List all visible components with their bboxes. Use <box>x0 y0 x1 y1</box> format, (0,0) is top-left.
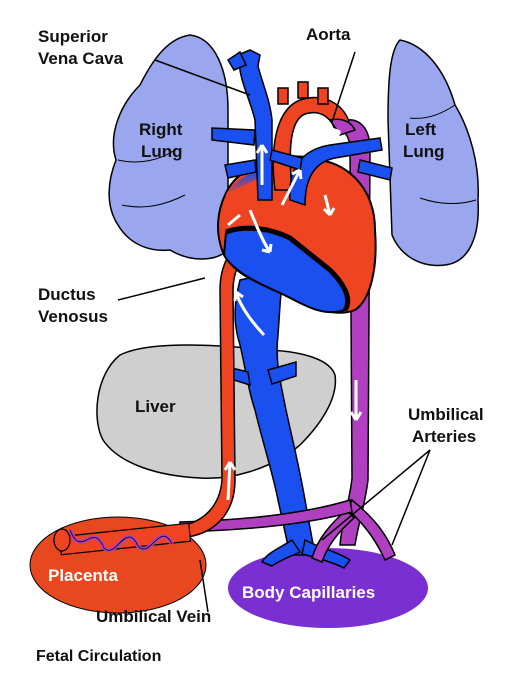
umbilical-arteries-label-line1: Umbilical <box>408 405 484 424</box>
placenta-label: Placenta <box>48 566 118 585</box>
aorta-label: Aorta <box>306 25 351 44</box>
umbilical-cord <box>53 522 192 556</box>
left-lung <box>387 39 480 267</box>
aortic-arch <box>272 81 357 191</box>
inferior-vena-cava <box>231 269 352 569</box>
diagram-caption: Fetal Circulation <box>36 648 161 665</box>
right-lung-label-line2: Lung <box>141 142 183 161</box>
umbilical-vein-label: Umbilical Vein <box>96 607 211 626</box>
umbilical-arteries-label-line2: Arteries <box>412 427 476 446</box>
right-lung <box>108 34 229 260</box>
right-lung-label-line1: Right <box>139 120 183 139</box>
left-lung-label-line1: Left <box>405 120 437 139</box>
flow-arrows <box>223 127 363 501</box>
leader-lines <box>117 51 431 613</box>
ductus-venosus-label-line2: Venosus <box>38 307 108 326</box>
superior-vena-cava-label-line2: Vena Cava <box>38 49 124 68</box>
liver <box>96 344 337 479</box>
superior-vena-cava-label-line1: Superior <box>38 27 108 46</box>
liver-label: Liver <box>135 397 176 416</box>
body-capillaries <box>228 548 428 628</box>
left-lung-label-line2: Lung <box>403 142 445 161</box>
ductus-venosus-label-line1: Ductus <box>38 285 96 304</box>
body-capillaries-label: Body Capillaries <box>242 583 375 602</box>
